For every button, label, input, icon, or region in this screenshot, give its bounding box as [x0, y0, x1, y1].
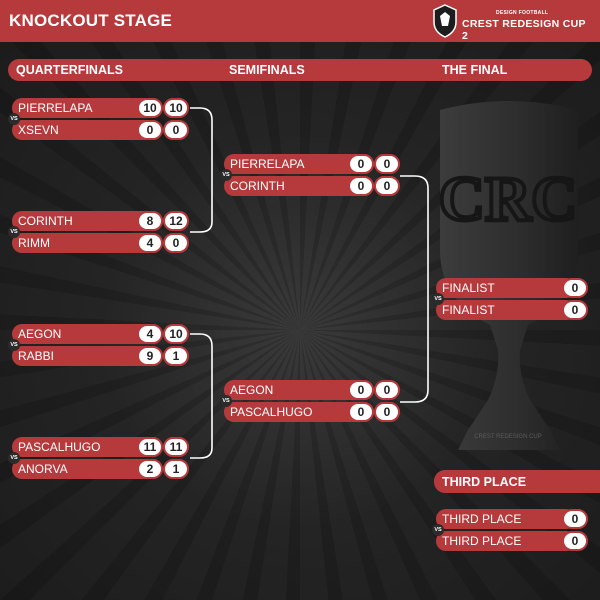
trophy-illustration: CRC CREST REDESIGN CUP	[437, 101, 579, 450]
team-name: AEGON	[224, 380, 374, 400]
score-leg2: 12	[163, 211, 189, 231]
score-leg2: 11	[163, 437, 189, 457]
score-final: 0	[562, 278, 588, 298]
header-bar: KNOCKOUT STAGE DESIGN FOOTBALL CREST RED…	[0, 0, 600, 42]
brand-name: CREST REDESIGN CUP 2	[462, 18, 586, 42]
third-place-header-bar	[434, 470, 600, 493]
score-final: 0	[562, 300, 588, 320]
score-leg1: 9	[137, 346, 163, 366]
team-name: PASCALHUGO	[12, 437, 162, 457]
team-name: XSEVN	[12, 120, 162, 140]
team-name: ANORVA	[12, 459, 162, 479]
vs-badge: VS	[8, 339, 20, 351]
team-name: PIERRELAPA	[12, 98, 162, 118]
score-leg2: 1	[163, 346, 189, 366]
connector-qf3-qf4	[190, 333, 213, 459]
score-third-place: 0	[562, 509, 588, 529]
score-leg1: 4	[137, 233, 163, 253]
score-leg2: 10	[163, 98, 189, 118]
score-leg1: 0	[348, 154, 374, 174]
score-leg1: 2	[137, 459, 163, 479]
connector-qf1-qf2	[190, 107, 213, 233]
score-leg1: 0	[348, 402, 374, 422]
round-header-bar	[8, 59, 592, 81]
team-name: PASCALHUGO	[224, 402, 374, 422]
team-name: FINALIST	[436, 278, 576, 298]
score-leg2: 1	[163, 459, 189, 479]
third-place-heading: THIRD PLACE	[442, 475, 527, 489]
team-name: FINALIST	[436, 300, 576, 320]
round-label-final: THE FINAL	[442, 63, 508, 77]
score-leg1: 8	[137, 211, 163, 231]
trophy-engraving: CREST REDESIGN CUP	[474, 434, 542, 440]
crest-icon	[433, 4, 457, 38]
score-leg2: 0	[374, 380, 400, 400]
vs-badge: VS	[8, 113, 20, 125]
team-name: AEGON	[12, 324, 162, 344]
trophy-monogram: CRC	[439, 163, 578, 234]
score-leg2: 0	[374, 176, 400, 196]
team-name: THIRD PLACE	[436, 531, 576, 551]
score-leg2: 0	[163, 233, 189, 253]
connector-sf1-sf2	[400, 175, 429, 403]
score-third-place: 0	[562, 531, 588, 551]
team-name: RIMM	[12, 233, 162, 253]
team-name: CORINTH	[224, 176, 374, 196]
round-label-semifinals: SEMIFINALS	[229, 63, 305, 77]
vs-badge: VS	[8, 452, 20, 464]
brand-small-text: DESIGN FOOTBALL	[496, 10, 549, 16]
page-title: KNOCKOUT STAGE	[9, 11, 173, 30]
brand-logo: DESIGN FOOTBALL CREST REDESIGN CUP 2	[432, 4, 592, 42]
score-leg2: 0	[374, 154, 400, 174]
vs-badge: VS	[432, 524, 444, 536]
team-name: PIERRELAPA	[224, 154, 374, 174]
score-leg1: 10	[137, 98, 163, 118]
team-name: THIRD PLACE	[436, 509, 576, 529]
vs-badge: VS	[220, 169, 232, 181]
score-leg2: 10	[163, 324, 189, 344]
score-leg1: 0	[137, 120, 163, 140]
team-name: CORINTH	[12, 211, 162, 231]
score-leg1: 11	[137, 437, 163, 457]
round-label-quarterfinals: QUARTERFINALS	[16, 63, 123, 77]
vs-badge: VS	[432, 293, 444, 305]
vs-badge: VS	[220, 395, 232, 407]
score-leg1: 0	[348, 176, 374, 196]
score-leg1: 0	[348, 380, 374, 400]
score-leg2: 0	[163, 120, 189, 140]
score-leg1: 4	[137, 324, 163, 344]
score-leg2: 0	[374, 402, 400, 422]
team-name: RABBI	[12, 346, 162, 366]
vs-badge: VS	[8, 226, 20, 238]
